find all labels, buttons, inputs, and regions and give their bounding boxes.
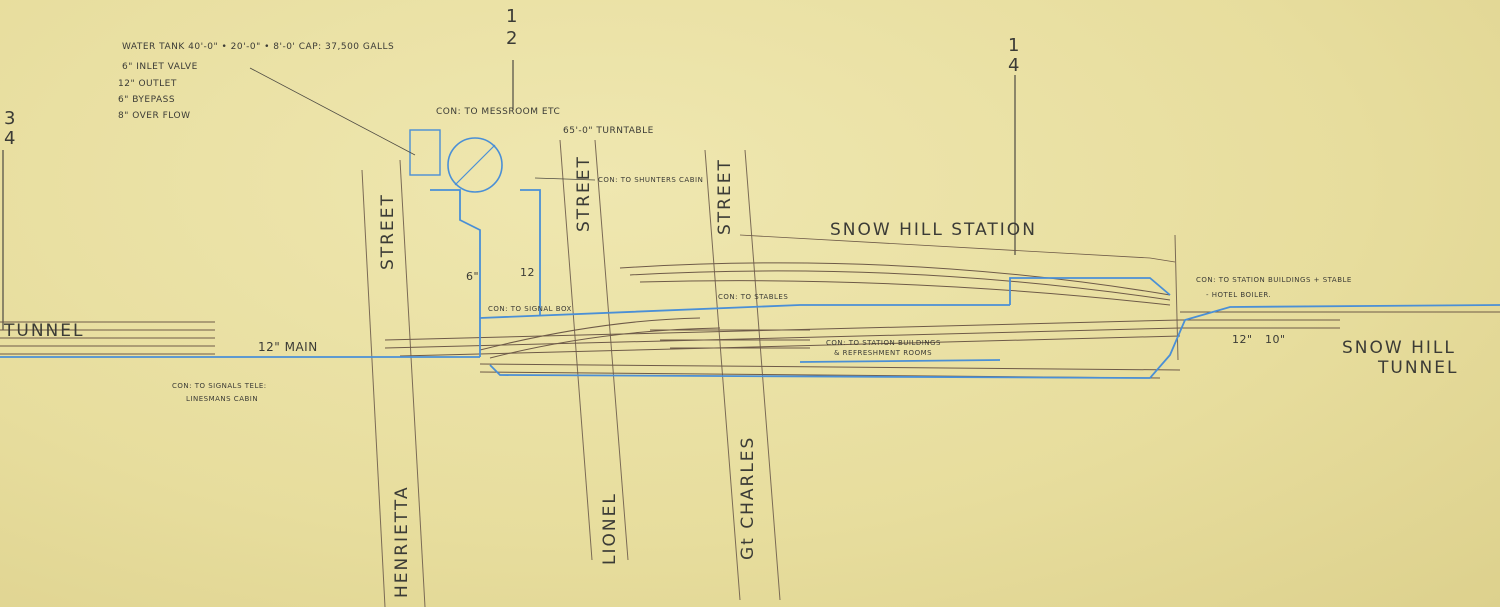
street-henrietta: HENRIETTA: [392, 485, 412, 598]
note-bypass: 6" BYEPASS: [118, 95, 176, 105]
note-refreshment-rooms: & REFRESHMENT ROOMS: [834, 349, 933, 357]
leader-lines: [249, 67, 596, 181]
station-name: SNOW HILL STATION: [830, 220, 1037, 240]
note-shunters-cabin: CON: TO SHUNTERS CABIN: [598, 176, 704, 184]
turntable-bridge: [454, 144, 496, 186]
note-pipe-10: 10": [1265, 333, 1286, 346]
note-linesmans-cabin: LINESMANS CABIN: [186, 395, 259, 403]
note-pipe-12: 12: [520, 266, 535, 279]
note-inlet-valve: 6" INLET VALVE: [122, 62, 198, 72]
station-outline: [739, 234, 1176, 263]
tunnel-right-label-2: TUNNEL: [1378, 358, 1459, 378]
street-lines: [361, 139, 1179, 607]
tunnel-left-label: TUNNEL: [4, 321, 85, 341]
note-hotel-boiler: - HOTEL BOILER.: [1206, 291, 1272, 299]
section-lines: [2, 60, 1016, 330]
street-gt-charles: Gt CHARLES: [738, 435, 758, 560]
street-henrietta-street: STREET: [378, 193, 398, 270]
street-charles-street: STREET: [715, 158, 735, 235]
note-outlet: 12" OUTLET: [118, 79, 177, 89]
section-mark-half-num: 1: [506, 6, 518, 27]
section-mark-quarter-num: 1: [1008, 35, 1020, 56]
section-mark-half-den: 2: [506, 28, 518, 49]
note-signal-box: CON: TO SIGNAL BOX: [488, 305, 572, 313]
note-12-main: 12" MAIN: [258, 340, 318, 354]
note-overflow: 8" OVER FLOW: [118, 111, 191, 121]
section-mark-threequarter-num: 3: [4, 108, 16, 129]
note-turntable: 65'-0" TURNTABLE: [563, 126, 654, 136]
note-water-tank: WATER TANK 40'-0" • 20'-0" • 8'-0' CAP: …: [122, 42, 395, 52]
water-main: [0, 189, 1500, 379]
note-signals-tele: CON: TO SIGNALS TELE:: [172, 382, 267, 390]
turntable-circle: [447, 137, 503, 193]
note-pipe-12b: 12": [1232, 333, 1253, 346]
street-lionel-street: STREET: [574, 155, 594, 232]
tracks: [0, 262, 1500, 379]
note-stables: CON: TO STABLES: [718, 293, 789, 301]
note-messroom: CON: TO MESSROOM ETC: [436, 107, 561, 117]
street-lionel: LIONEL: [600, 492, 620, 565]
section-mark-threequarter-den: 4: [4, 128, 16, 149]
note-station-stable: CON: TO STATION BUILDINGS + STABLE: [1196, 276, 1352, 284]
section-mark-quarter-den: 4: [1008, 55, 1020, 76]
note-station-buildings: CON: TO STATION BUILDINGS: [826, 339, 941, 347]
water-tank: [409, 129, 441, 176]
tunnel-right-label-1: SNOW HILL: [1342, 338, 1456, 358]
note-pipe-6: 6": [466, 270, 480, 283]
